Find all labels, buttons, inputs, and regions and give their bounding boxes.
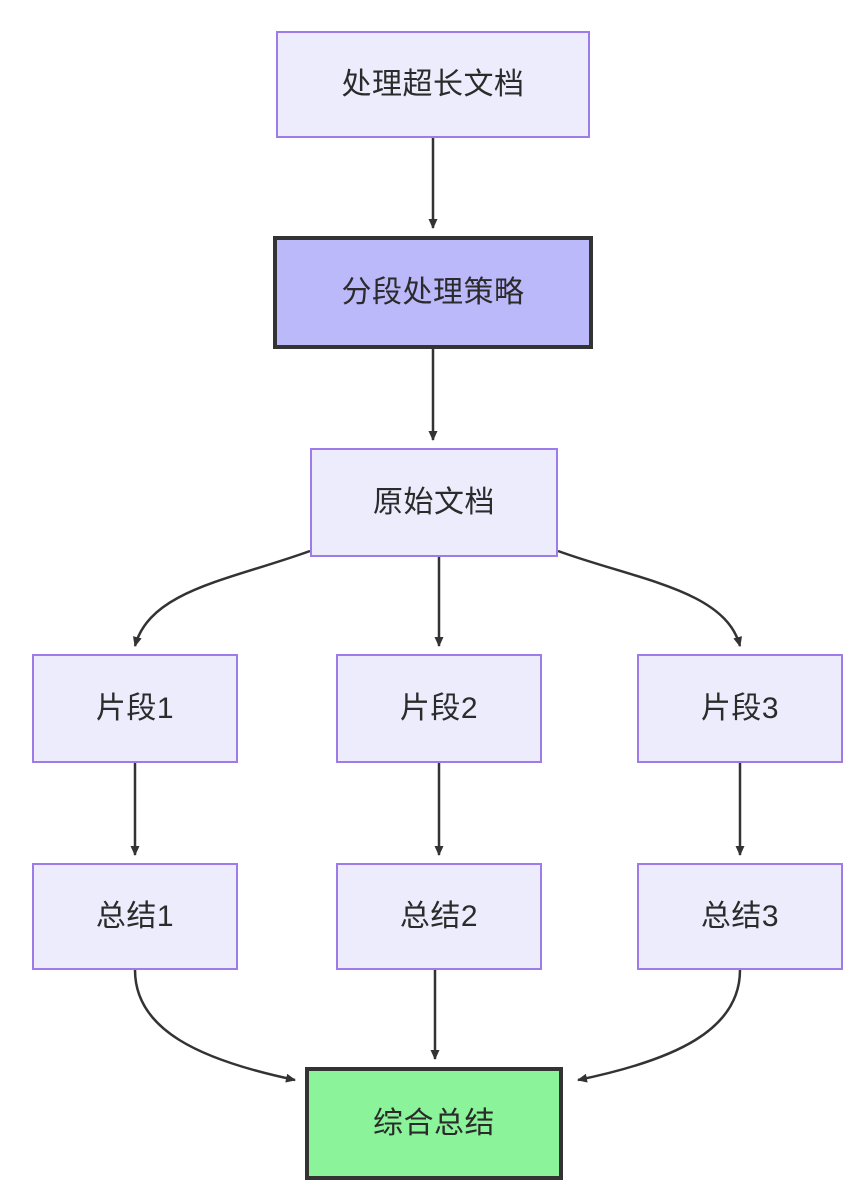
node-chunk-3[interactable]: 片段3 bbox=[637, 654, 843, 763]
edge-summary1-to-final-summary bbox=[133, 969, 296, 1083]
node-summary-3[interactable]: 总结3 bbox=[637, 863, 843, 970]
node-label: 片段1 bbox=[95, 691, 175, 725]
node-label: 分段处理策略 bbox=[341, 275, 525, 309]
node-chunk-2[interactable]: 片段2 bbox=[336, 654, 542, 763]
node-source-document[interactable]: 原始文档 bbox=[310, 448, 558, 557]
node-process-long-document[interactable]: 处理超长文档 bbox=[276, 31, 590, 138]
edge-summary3-to-final-summary bbox=[577, 969, 742, 1083]
node-label: 原始文档 bbox=[373, 485, 495, 519]
node-chunking-strategy[interactable]: 分段处理策略 bbox=[273, 236, 593, 349]
node-label: 综合总结 bbox=[373, 1106, 495, 1140]
node-label: 总结3 bbox=[700, 899, 780, 933]
node-label: 总结1 bbox=[95, 899, 175, 933]
node-label: 总结2 bbox=[399, 899, 479, 933]
node-final-summary[interactable]: 综合总结 bbox=[305, 1067, 563, 1180]
node-label: 处理超长文档 bbox=[341, 67, 525, 101]
edge-source-doc-to-chunk1 bbox=[132, 549, 311, 647]
node-summary-2[interactable]: 总结2 bbox=[336, 863, 542, 970]
node-summary-1[interactable]: 总结1 bbox=[32, 863, 238, 970]
edge-source-doc-to-chunk3 bbox=[557, 549, 743, 647]
node-label: 片段2 bbox=[399, 691, 479, 725]
node-label: 片段3 bbox=[700, 691, 780, 725]
node-chunk-1[interactable]: 片段1 bbox=[32, 654, 238, 763]
